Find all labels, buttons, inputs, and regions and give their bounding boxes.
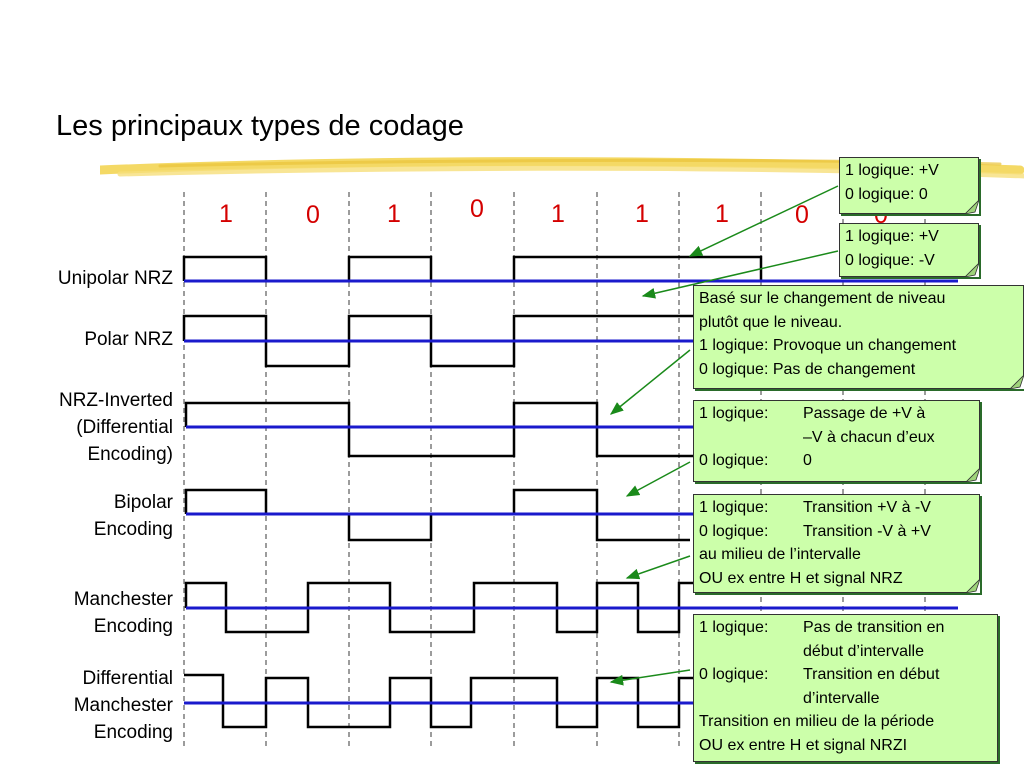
baselines	[184, 279, 958, 705]
differential-manchester-signal	[184, 673, 700, 729]
note-value: Transition +V à -V	[803, 499, 931, 516]
bit-label: 0	[306, 201, 320, 229]
callout-arrow	[625, 461, 691, 497]
note-line: 0 logique: -V	[845, 251, 935, 269]
note-line: 1 logique: Transition +V à -V	[699, 496, 975, 520]
row-label-line: Encoding	[93, 616, 173, 637]
bit-label: 1	[635, 200, 649, 228]
note-line: 1 logique: Passage de +V à	[699, 402, 975, 426]
note-key: 1 logique:	[699, 499, 769, 516]
folded-corner-icon	[965, 263, 979, 277]
note-value: Transition -V à +V	[803, 522, 931, 540]
row-label-line: Manchester	[73, 589, 173, 610]
note-value: 0	[803, 452, 812, 469]
note-value: Pas de transition en	[803, 619, 945, 636]
row-label-polar-nrz: Polar NRZ	[84, 326, 173, 353]
slide-title: Les principaux types de codage	[56, 110, 464, 142]
note-bipolar: 1 logique: Passage de +V à –V à chacun d’…	[693, 400, 980, 482]
nrz-inverted-signal	[184, 401, 700, 458]
note-line: 1 logique: +V	[845, 162, 939, 179]
row-label-line: Polar NRZ	[84, 329, 173, 350]
note-line: d’intervalle	[699, 687, 993, 711]
note-line: 0 logique: Transition en début	[699, 663, 993, 687]
note-key: 1 logique:	[699, 619, 769, 636]
note-line: Basé sur le changement de niveau	[699, 290, 946, 307]
bit-sequence: 1 0 1 0 1 1 1 0 0	[0, 195, 1024, 235]
row-label-line: Differential	[82, 668, 173, 689]
note-line: 1 logique: Provoque un changement	[699, 337, 957, 354]
note-unipolar: 1 logique: +V 0 logique: 0	[839, 157, 979, 214]
note-line: 1 logique: Pas de transition en	[699, 616, 993, 640]
note-value: Passage de +V à	[803, 405, 926, 422]
note-line: 1 logique: +V	[845, 228, 939, 245]
note-polar: 1 logique: +V 0 logique: -V	[839, 223, 979, 277]
row-label-line: Unipolar NRZ	[57, 268, 173, 289]
note-key: 0 logique:	[699, 522, 769, 540]
bit-label: 0	[470, 195, 484, 223]
unipolar-nrz-signal	[182, 255, 843, 283]
note-key: 0 logique:	[699, 666, 769, 683]
note-differential-manchester: 1 logique: Pas de transition en début d’i…	[693, 614, 998, 762]
row-label-line: Encoding	[93, 519, 173, 540]
row-label-unipolar-nrz: Unipolar NRZ	[58, 265, 173, 292]
note-line: début d’intervalle	[699, 640, 993, 664]
callout-arrow	[688, 185, 839, 257]
bit-label: 1	[219, 200, 233, 228]
note-line: –V à chacun d’eux	[699, 426, 975, 450]
row-label-manchester: Manchester Encoding	[74, 586, 173, 640]
note-line: 0 logique: Pas de changement	[699, 360, 916, 378]
folded-corner-icon	[966, 579, 980, 593]
note-value: –V à chacun d’eux	[803, 428, 935, 446]
note-manchester: 1 logique: Transition +V à -V 0 logique: T…	[693, 494, 980, 593]
callout-arrow	[641, 250, 839, 299]
callout-arrow	[625, 555, 691, 580]
note-line: 0 logique: 0	[699, 449, 975, 473]
note-line: Transition en milieu de la période	[699, 713, 935, 730]
note-key: 0 logique:	[699, 452, 769, 469]
manchester-signal	[184, 581, 700, 634]
row-label-line: Manchester	[73, 695, 173, 716]
note-value: d’intervalle	[803, 689, 880, 707]
bit-label: 1	[551, 200, 565, 228]
row-label-line: Encoding	[93, 722, 173, 743]
bipolar-signal	[184, 488, 690, 542]
note-nrz-inverted: Basé sur le changement de niveau plutôt …	[693, 285, 1024, 389]
note-value: début d’intervalle	[803, 642, 924, 660]
note-value: Transition en début	[803, 666, 940, 683]
bit-label: 0	[795, 201, 809, 229]
note-line: 0 logique: 0	[845, 185, 928, 203]
note-line: OU ex entre H et signal NRZ	[699, 569, 903, 587]
row-label-differential-manchester: Differential Manchester Encoding	[74, 665, 173, 746]
bit-label: 1	[715, 200, 729, 228]
callout-arrows	[609, 185, 839, 686]
row-label-line: (Differential	[76, 417, 173, 438]
note-line: au milieu de l’intervalle	[699, 546, 861, 563]
callout-arrow	[609, 669, 691, 686]
row-label-line: Encoding)	[87, 444, 173, 465]
row-label-line: Bipolar	[113, 492, 173, 513]
note-key: 1 logique:	[699, 405, 769, 422]
folded-corner-icon	[966, 468, 980, 482]
row-label-bipolar: Bipolar Encoding	[94, 489, 173, 543]
note-line: 0 logique: Transition -V à +V	[699, 520, 975, 544]
folded-corner-icon	[1010, 375, 1024, 389]
callout-arrow	[609, 349, 691, 415]
folded-corner-icon	[965, 200, 979, 214]
bit-label: 1	[387, 200, 401, 228]
polar-nrz-signal	[182, 314, 700, 368]
row-label-nrz-inverted: NRZ-Inverted (Differential Encoding)	[59, 387, 173, 468]
row-label-line: NRZ-Inverted	[58, 390, 173, 411]
note-line: plutôt que le niveau.	[699, 313, 843, 331]
note-line: OU ex entre H et signal NRZI	[699, 736, 908, 754]
